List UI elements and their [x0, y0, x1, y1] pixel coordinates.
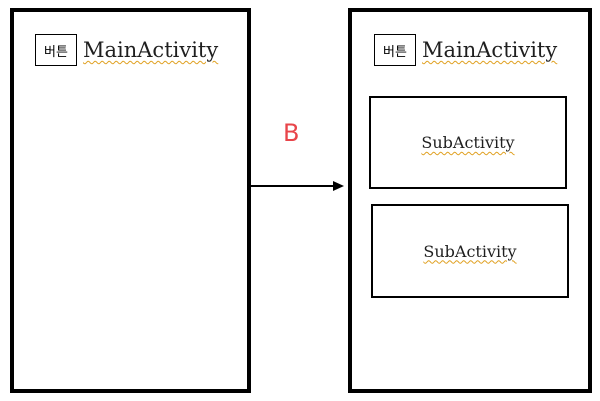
transition-arrow — [249, 181, 344, 191]
sub-activity-label: SubActivity — [421, 133, 515, 152]
sub-activity-label: SubActivity — [423, 241, 517, 261]
result-button[interactable]: 버튼 — [374, 34, 416, 66]
sub-activity-container: SubActivity — [369, 96, 567, 189]
result-activity-screen: 버튼 MainActivity SubActivity SubActivity — [348, 8, 592, 393]
main-activity-title: MainActivity — [83, 38, 219, 62]
main-activity-screen: 버튼 MainActivity — [10, 8, 251, 393]
result-activity-title: MainActivity — [422, 38, 558, 62]
sub-activity-container: SubActivity — [371, 204, 569, 298]
transition-label: B — [283, 119, 300, 147]
main-button[interactable]: 버튼 — [35, 34, 77, 66]
